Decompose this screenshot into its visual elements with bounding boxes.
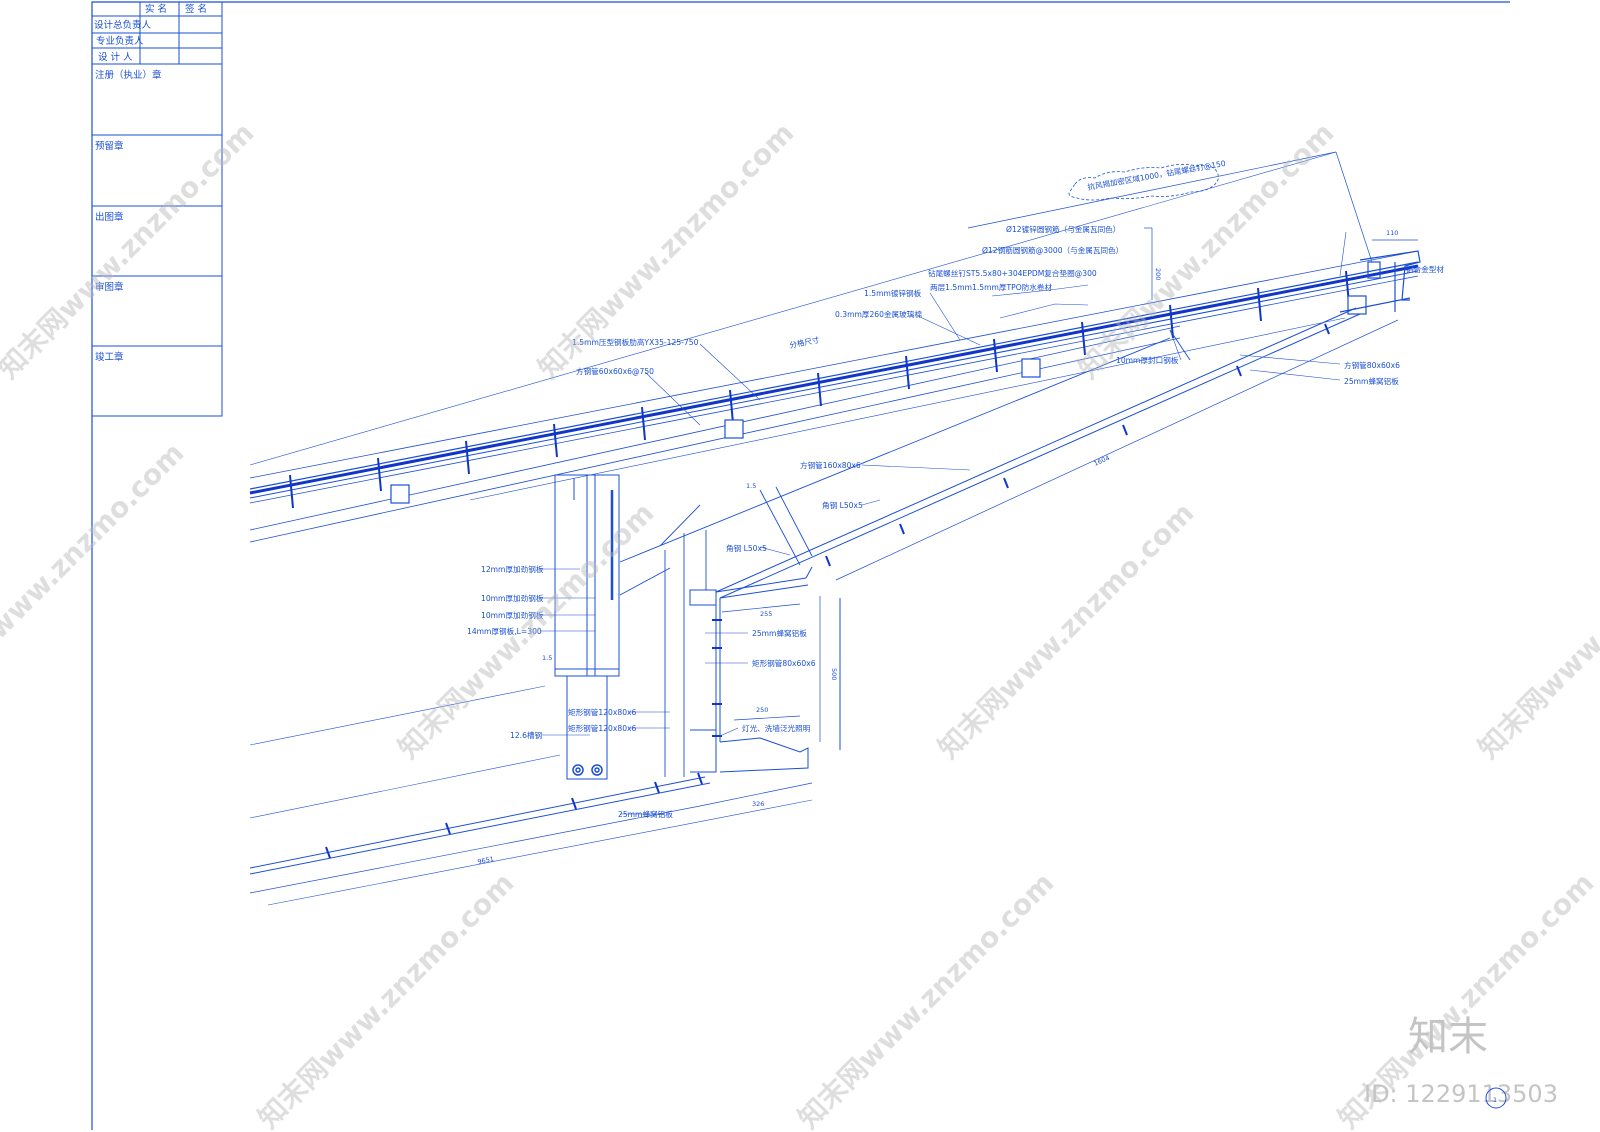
- lower-soffit-clips: [325, 772, 703, 859]
- watermark-text: 知末网www.znzmo.com: [1472, 496, 1600, 765]
- tb-row-chief-designer: 设计总负责人: [94, 19, 152, 31]
- dim-500: 500: [830, 668, 838, 680]
- watermark-text: 知末网www.znzmo.com: [0, 436, 190, 705]
- tb-header-realname: 实 名: [145, 3, 167, 15]
- dim-110: 110: [1386, 229, 1398, 237]
- tb-issue-seal: 出图章: [95, 211, 124, 223]
- label-alum: 铝合金型材: [1406, 264, 1444, 274]
- leader-lines: [540, 231, 1420, 815]
- label-tube-d: 矩形钢管80x60x6: [752, 658, 816, 668]
- label-screw: 钻尾螺丝钉ST5.5x80+304EPDM复合垫圈@300: [928, 268, 1097, 278]
- label-plate14: 14mm厚钢板,L=300: [467, 626, 542, 636]
- tb-reserved-seal: 预留章: [95, 140, 124, 152]
- tb-row-designer: 设 计 人: [98, 51, 133, 63]
- label-cloud: 抗风揭加密区域1000，钻尾螺丝钉@150: [1087, 158, 1227, 192]
- lower-sill: [719, 598, 841, 773]
- dim-250: 250: [756, 706, 768, 714]
- label-tpo: 两层1.5mm1.5mm厚TPO防水卷材: [930, 282, 1052, 292]
- dim-low: 9651: [477, 855, 495, 866]
- label-bar12: Ø12镀锌圆钢筋（与金属瓦同色）: [1006, 224, 1120, 234]
- sheet-marker: 1: [1493, 1096, 1497, 1104]
- soffit-panel: [715, 307, 1361, 599]
- label-beam: 12.6槽钢: [510, 730, 543, 740]
- tb-header-signature: 签 名: [185, 3, 207, 15]
- label-tube-f: 矩形钢管120x80x6: [568, 723, 637, 733]
- label-deck: 1.5mm压型钢板肋高YX35-125-750: [572, 337, 699, 347]
- label-plate10: 10mm厚封口钢板: [1116, 355, 1179, 365]
- watermark-text: 知末网www.znzmo.com: [792, 866, 1061, 1132]
- label-honey-b: 25mm蜂窝铝板: [752, 628, 807, 638]
- soffit-clips: [825, 323, 1330, 567]
- dim-255: 255: [760, 610, 772, 618]
- roof-edge-detail: [1339, 250, 1421, 313]
- label-plate10b: 10mm厚加劲钢板: [481, 610, 544, 620]
- dim-326: 326: [752, 800, 764, 808]
- image-id: ID: 1229113503: [1364, 1080, 1558, 1108]
- label-tube-b: 方钢管80x60x6: [1344, 360, 1400, 370]
- watermarks: 知末网www.znzmo.com 知末网www.znzmo.com 知末网www…: [0, 116, 1600, 1132]
- label-plate10a: 10mm厚加劲钢板: [481, 593, 544, 603]
- label-honey-a: 25mm蜂窝铝板: [1344, 376, 1399, 386]
- steel-column: [554, 474, 620, 780]
- tb-review-seal: 审图章: [95, 281, 124, 293]
- brand-logo: 知末: [1408, 1014, 1488, 1060]
- tb-row-discipline-lead: 专业负责人: [96, 35, 144, 47]
- cloud-callout: [1068, 164, 1219, 201]
- label-honey-c: 25mm蜂窝铝板: [618, 809, 673, 819]
- label-divider: 分格尺寸: [788, 334, 820, 350]
- tb-completion-seal: 竣工章: [95, 351, 124, 363]
- watermark-text: 知末网www.znzmo.com: [932, 496, 1201, 765]
- label-plate12: 12mm厚加劲钢板: [481, 564, 544, 574]
- column-bolts: [572, 764, 603, 776]
- lower-soffit: [249, 685, 813, 906]
- vertical-panel: [689, 589, 721, 773]
- watermark-text: 知末网www.znzmo.com: [252, 866, 521, 1132]
- label-bar12b: Ø12钢筋圆钢筋@3000（与金属瓦同色）: [982, 245, 1123, 255]
- inner-frame: [619, 329, 1191, 777]
- dimension-lines: [249, 151, 1418, 894]
- purlin-tubes: [390, 295, 1367, 504]
- label-tube-a: 方钢管60x60x6@750: [576, 366, 654, 376]
- label-angle-a: 角钢 L50x5: [822, 500, 863, 510]
- label-steel-plate: 1.5mm镀锌钢板: [864, 288, 922, 298]
- tb-registered-seal: 注册（执业）章: [95, 69, 162, 81]
- roof-clips: [289, 270, 1350, 509]
- label-tube-e: 矩形钢管120x80x6: [568, 707, 637, 717]
- slope-marker-1: 1.5: [746, 482, 756, 490]
- label-tube-c: 方钢管160x80x6: [800, 460, 861, 470]
- dim-1604: 1604: [1093, 454, 1111, 468]
- dim-200: 200: [1154, 268, 1162, 280]
- watermark-text: 知末网www.znzmo.com: [0, 116, 260, 385]
- label-light: 灯光、洗墙泛光照明: [742, 723, 811, 733]
- label-angle-b: 角钢 L50x5: [726, 543, 767, 553]
- sheet-marker-circle: [1485, 1087, 1507, 1109]
- title-block: [91, 1, 223, 417]
- label-insulation: 0.3mm厚260金属玻璃棉: [835, 309, 922, 319]
- slope-marker-2: 1.5: [542, 654, 552, 662]
